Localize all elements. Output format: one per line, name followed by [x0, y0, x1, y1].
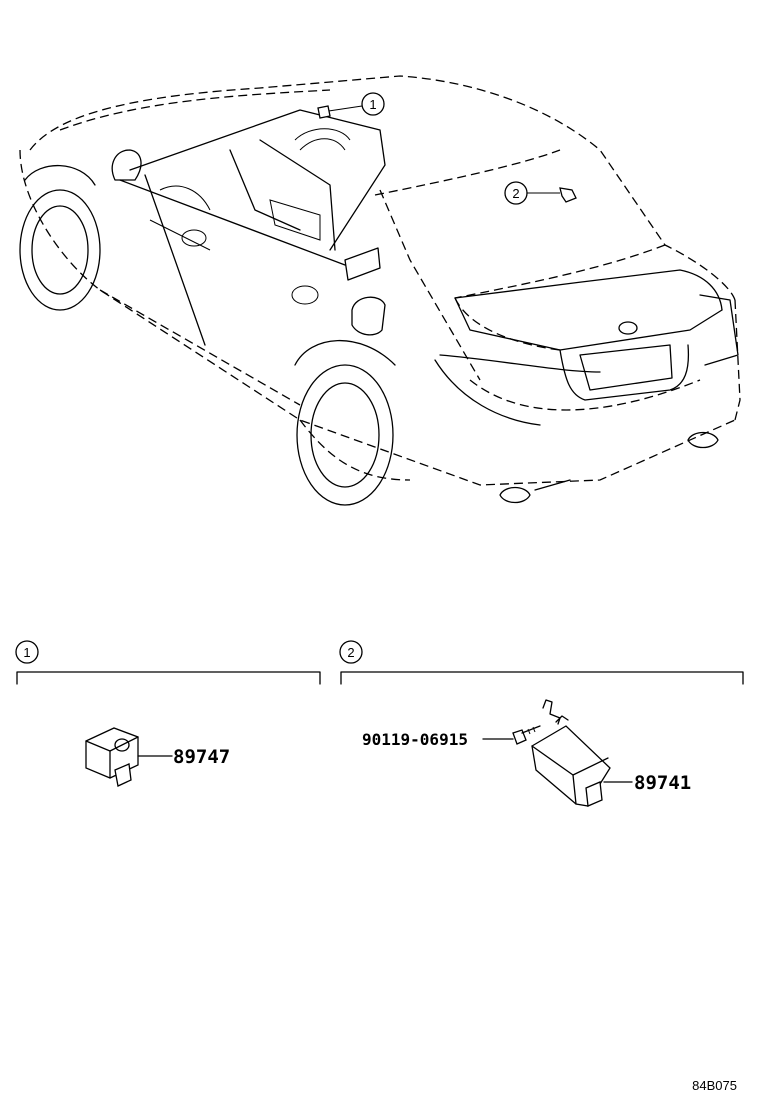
- section-2-label: 2: [347, 645, 354, 660]
- module-89741-illustration: [531, 699, 611, 807]
- diagram-code: 84B075: [692, 1078, 737, 1093]
- callout-1-label: 1: [369, 97, 376, 112]
- car-illustration: 1 2: [19, 75, 741, 506]
- callout-1-circle: [361, 92, 385, 116]
- bolt-illustration: [512, 725, 541, 745]
- section-1-label: 1: [23, 645, 30, 660]
- section-1-bracket: [16, 671, 321, 685]
- section-1: 1 89747: [15, 640, 321, 787]
- section-2-bracket: [340, 671, 744, 685]
- part-number-90119-06915: 90119-06915: [362, 730, 468, 749]
- callout-2-label: 2: [512, 186, 519, 201]
- section-1-marker: [15, 640, 39, 664]
- section-2-marker: [339, 640, 363, 664]
- sensor-89747-illustration: [85, 727, 139, 787]
- part-number-89747: 89747: [173, 746, 230, 768]
- part-number-89741: 89741: [634, 772, 691, 794]
- section-2: 2 90119-06915 89741: [339, 640, 744, 807]
